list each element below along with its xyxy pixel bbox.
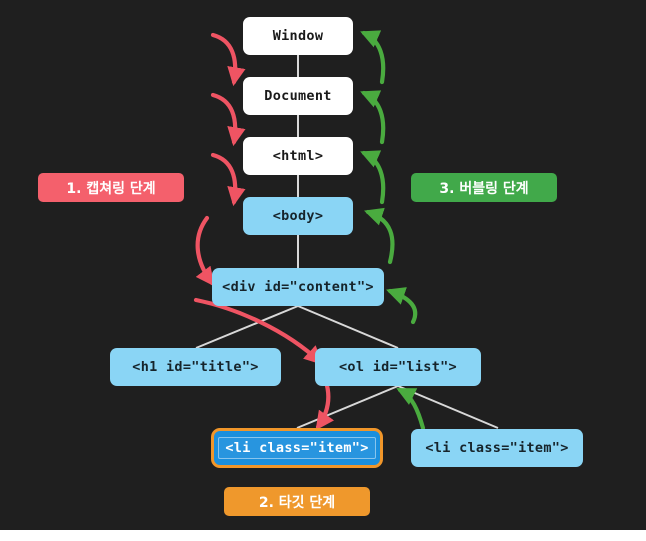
bubble-arrow-1 <box>360 30 386 85</box>
edge-div-h1 <box>195 305 299 349</box>
node-div-content[interactable]: <div id="content"> <box>212 268 384 306</box>
bottom-strip <box>0 530 646 541</box>
edge-div-ol <box>297 305 399 349</box>
node-li-item-target-label: <li class="item"> <box>218 437 376 459</box>
diagram-canvas: Window Document <html> <body> <div id="c… <box>0 0 646 530</box>
bubble-arrow-6 <box>396 387 426 431</box>
bubble-arrow-2 <box>360 90 386 145</box>
node-li-item-second[interactable]: <li class="item"> <box>411 429 583 467</box>
node-window[interactable]: Window <box>243 17 353 55</box>
node-html[interactable]: <html> <box>243 137 353 175</box>
capture-arrow-3 <box>210 152 246 207</box>
capture-arrow-4 <box>195 215 215 287</box>
node-body[interactable]: <body> <box>243 197 353 235</box>
node-li-item-target[interactable]: <li class="item"> <box>211 428 383 468</box>
bubble-arrow-3 <box>360 150 386 205</box>
phase-label-target: 2. 타깃 단계 <box>224 487 370 516</box>
node-document[interactable]: Document <box>243 77 353 115</box>
capture-arrow-1 <box>210 32 246 87</box>
capture-arrow-2 <box>210 92 246 147</box>
bubble-arrow-4 <box>364 207 395 265</box>
edge-ol-li1 <box>296 385 399 429</box>
node-h1-title[interactable]: <h1 id="title"> <box>110 348 281 386</box>
node-ol-list[interactable]: <ol id="list"> <box>315 348 481 386</box>
bubble-arrow-5 <box>386 287 418 325</box>
edge-ol-li2 <box>397 385 499 429</box>
phase-label-bubbling: 3. 버블링 단계 <box>411 173 557 202</box>
phase-label-capturing: 1. 캡쳐링 단계 <box>38 173 184 202</box>
